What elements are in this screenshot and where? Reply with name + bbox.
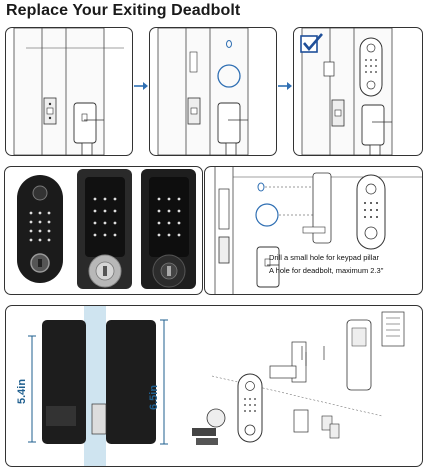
step-empty-door-holes-panel bbox=[149, 27, 277, 156]
step-installed-smart-lock-panel bbox=[293, 27, 423, 156]
deadbolt-hole-note: A hole for deadbolt, maximum 2.3" bbox=[269, 266, 384, 275]
dimensions-exploded-view-panel: 5.4in 6.5in bbox=[5, 305, 423, 467]
exploded-parts-diagram bbox=[192, 311, 405, 445]
page-title: Replace Your Exiting Deadbolt bbox=[6, 2, 241, 19]
lock-product-lineup-panel bbox=[4, 166, 203, 295]
lock-product-photos bbox=[17, 169, 196, 289]
keypad-hole-note: Drill a small hole for keypad pillar bbox=[269, 253, 380, 262]
lock-dimensions-illustration bbox=[28, 306, 168, 466]
step-remove-old-lock-panel bbox=[5, 27, 133, 156]
checkbox-check-icon bbox=[300, 33, 323, 53]
drill-instruction-panel: Drill a small hole for keypad pillar A h… bbox=[204, 166, 423, 295]
arrow-right-icon bbox=[134, 82, 148, 90]
arrow-right-icon bbox=[278, 82, 292, 90]
door-with-old-deadbolt-illustration bbox=[13, 28, 124, 155]
door-with-holes-illustration bbox=[157, 28, 249, 155]
drill-holes-diagram bbox=[214, 167, 422, 294]
dimension-label-small: 5.4in bbox=[16, 378, 28, 404]
dimension-label-large: 6.5in bbox=[148, 384, 160, 410]
